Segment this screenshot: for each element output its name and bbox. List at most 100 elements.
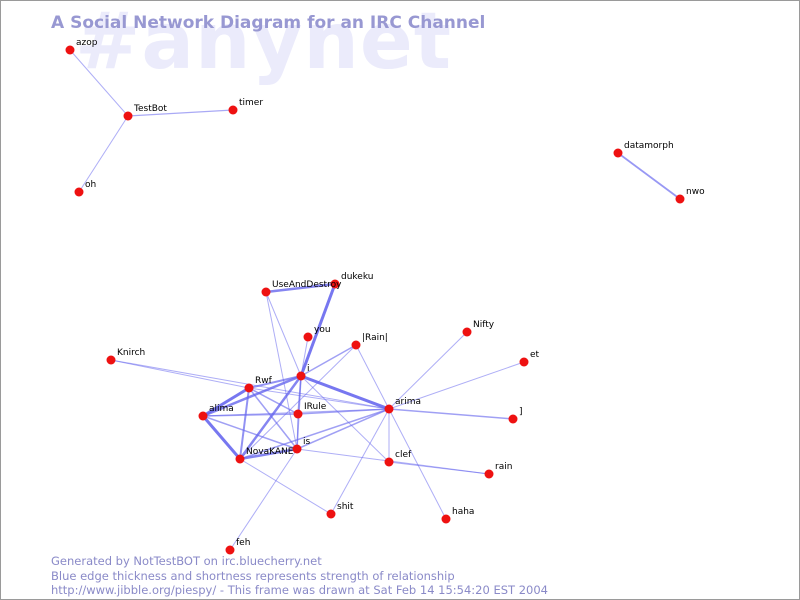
diagram-title: A Social Network Diagram for an IRC Chan… (51, 13, 486, 33)
node-timer: timer (228, 98, 263, 115)
node-i: i (296, 364, 310, 381)
footer-timestamp: http://www.jibble.org/piespy/ - This fra… (51, 583, 548, 597)
node-haha: haha (441, 507, 474, 524)
edge-Knirch-Rwf (110, 359, 250, 389)
node-dot (261, 287, 271, 297)
node-dot (462, 327, 472, 337)
footer: Generated by NotTestBOT on irc.bluecherr… (51, 554, 548, 598)
edge-you-i (300, 336, 309, 377)
node-dot (293, 409, 303, 419)
edge-Rain-i (300, 344, 357, 377)
node-label: et (530, 350, 540, 360)
footer-legend-note: Blue edge thickness and shortness repres… (51, 568, 455, 583)
edge-dukeku-i (299, 283, 337, 377)
node-label: azop (76, 38, 98, 48)
node-NovaKANE: NovaKANE (235, 447, 294, 464)
edge-Rwf-is (248, 387, 298, 450)
edge-TestBot-oh (78, 115, 129, 193)
node-dot (326, 509, 336, 519)
node-dot (225, 545, 235, 555)
edge-Rwf-IRule (248, 387, 299, 415)
node-label: oh (85, 180, 96, 190)
node-you: you (303, 325, 331, 342)
node-datamorph: datamorph (613, 141, 674, 158)
node-dot (303, 332, 313, 342)
node-label: shit (337, 502, 354, 512)
edge-i-clef (300, 375, 390, 463)
edge-UseAndDestroy-i (265, 291, 302, 377)
edge-Nifty-arima (388, 331, 468, 410)
node-dot (106, 355, 116, 365)
node-Knirch: Knirch (106, 348, 145, 365)
footer-generated-by: Generated by NotTestBOT on irc.bluecherr… (51, 554, 322, 568)
node-dot (235, 454, 245, 464)
node-label: dukeku (341, 272, 373, 282)
node-azop: azop (65, 38, 98, 55)
node-label: i (307, 364, 310, 374)
node-label: nwo (686, 187, 705, 197)
edge-TestBot-timer (127, 109, 234, 117)
node-dot (296, 371, 306, 381)
node-label: UseAndDestroy (272, 280, 342, 290)
node-IRule: IRule (293, 402, 327, 419)
edge-Rwf-NovaKANE (239, 387, 250, 460)
node-label: ] (519, 407, 523, 417)
node-dot (484, 469, 494, 479)
node-dot (384, 457, 394, 467)
node-dot (330, 279, 340, 289)
edge-layer (69, 49, 681, 551)
edge-i-alima (202, 374, 302, 418)
edge-azop-TestBot (69, 49, 129, 117)
node-et: et (519, 350, 540, 367)
edge-NovaKANE-shit (239, 458, 332, 515)
node-nwo: nwo (675, 187, 705, 204)
node-dot (74, 187, 84, 197)
node-label: you (314, 325, 331, 335)
node-dot (384, 404, 394, 414)
edge-NovaKANE-is (239, 447, 298, 461)
node-dot (441, 514, 451, 524)
node-shit: shit (326, 502, 354, 519)
node-dot (198, 411, 208, 421)
node-dot (675, 194, 685, 204)
edge-Rwf-alima (202, 386, 250, 418)
node-rain: rain (484, 462, 512, 479)
node-feh: feh (225, 538, 250, 555)
node-dot (244, 383, 254, 393)
edge-NovaKANE-arima (239, 408, 390, 460)
node-alima: alima (198, 404, 234, 421)
node-TestBot: TestBot (123, 104, 167, 121)
node-dot (613, 148, 623, 158)
node-dot (123, 111, 133, 121)
edge-alima-is (202, 415, 298, 450)
node-label: Rwf (255, 376, 273, 386)
edge-UseAndDestroy-is (265, 291, 298, 450)
node-dukeku: dukeku (330, 272, 373, 289)
node-label: is (303, 437, 311, 447)
node-Rain: |Rain| (351, 333, 388, 350)
edge-Rwf-arima (248, 387, 390, 410)
edge-Rain-arima (355, 344, 390, 410)
node-J: ] (508, 407, 523, 424)
edge-arima-shit (330, 408, 390, 515)
node-clef: clef (384, 450, 412, 467)
node-label: clef (395, 450, 412, 460)
node-label: timer (239, 98, 263, 108)
node-label: |Rain| (362, 333, 388, 343)
edge-et-arima (388, 361, 525, 410)
node-label: datamorph (624, 141, 674, 151)
edge-is-feh (229, 448, 298, 551)
edge-arima-haha (388, 408, 447, 520)
node-arima: arima (384, 397, 421, 414)
node-Nifty: Nifty (462, 320, 495, 337)
edge-arima-J (388, 408, 514, 420)
node-label: NovaKANE (246, 447, 294, 457)
node-dot (351, 340, 361, 350)
node-label: Knirch (117, 348, 145, 358)
node-dot (508, 414, 518, 424)
edge-datamorph-nwo (617, 152, 681, 200)
node-UseAndDestroy: UseAndDestroy (261, 280, 342, 297)
